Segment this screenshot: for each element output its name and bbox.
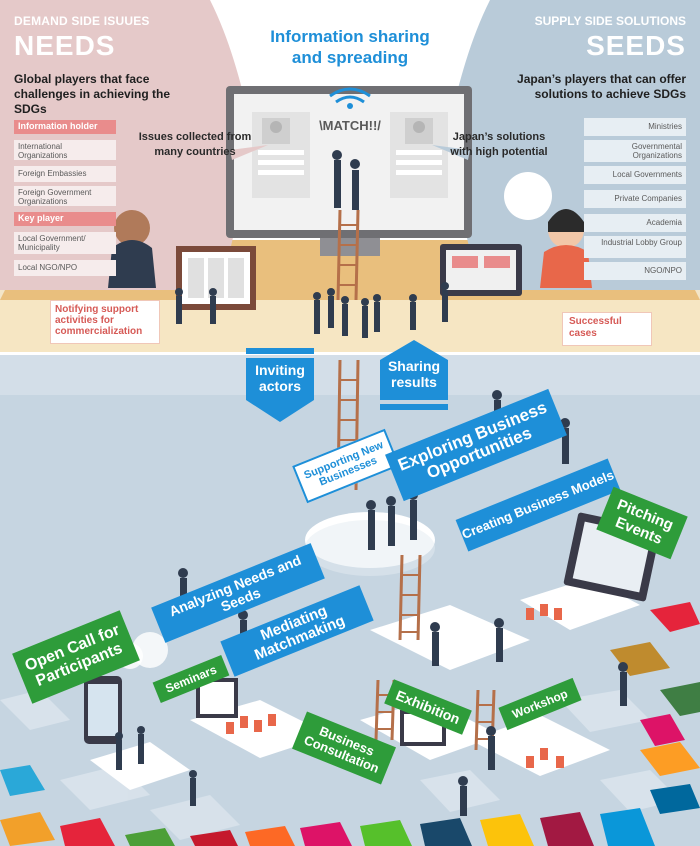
issues-collected-label: Issues collected from many countries [138,131,252,158]
key-item-ngo: Local NGO/NPO [14,260,116,276]
inviting-arrow [246,348,314,422]
needs-title: NEEDS [14,30,116,61]
inviting-actors-label: Inviting actors [255,362,305,394]
info-item-embassies: Foreign Embassies [14,166,116,182]
seeds-subtitle: SUPPLY SIDE SOLUTIONS [534,14,686,28]
seeds-title: SEEDS [586,30,686,61]
info-holder-header: Information holder [14,120,116,134]
sharing-results-label: Sharing results [387,358,441,390]
match-text: \MATCH!!/ [319,118,381,133]
needs-subtitle: DEMAND SIDE ISUUES [14,14,150,28]
sharing-arrow [380,340,448,410]
seeds-item-ministries: Ministries [584,118,686,136]
seeds-item-ngo: NGO/NPO [584,262,686,280]
seeds-item-lobby: Industrial Lobby Group [584,236,686,258]
seeds-item-gov-orgs: Governmental Organizations [584,140,686,162]
info-item-foreign-gov: Foreign Government Organizations [14,186,116,206]
needs-description: Global players that face challenges in a… [14,72,171,116]
info-sharing-title: Information sharing and spreading [270,27,430,67]
notify-label: Notifying support activities for commerc… [55,304,143,337]
seeds-description: Japan’s players that can offer solutions… [517,72,686,101]
key-player-header: Key player [14,212,116,226]
key-item-local-gov: Local Government/ Municipality [14,232,116,254]
seeds-item-academia: Academia [584,214,686,232]
success-box: Successful cases [562,312,652,346]
seeds-item-local-gov: Local Governments [584,166,686,184]
seeds-item-private: Private Companies [584,190,686,208]
notify-box: Notifying support activities for commerc… [50,300,160,344]
info-item-international: International Organizations [14,140,116,160]
success-label: Successful cases [569,316,622,339]
solutions-label: Japan’s solutions with high potential [450,131,548,158]
